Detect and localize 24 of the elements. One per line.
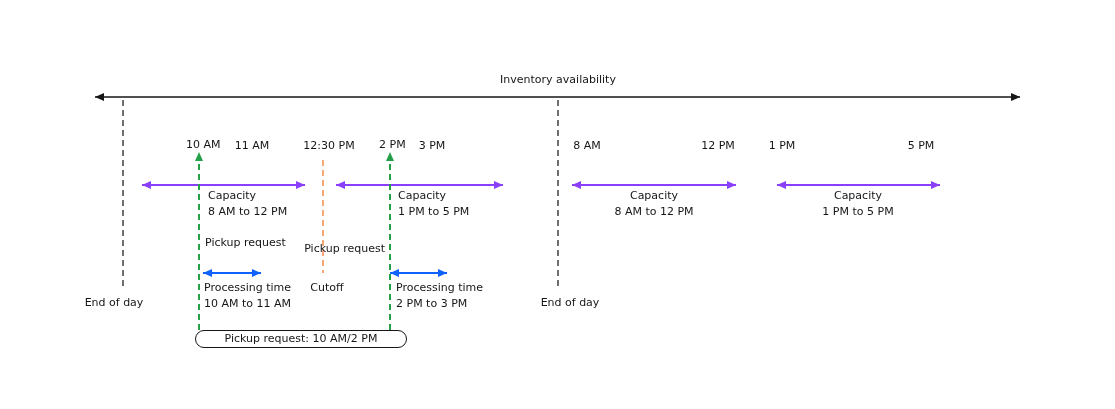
arrow [195,151,203,331]
time-label: 12 PM [701,138,735,154]
capacity-label: Capacity 1 PM to 5 PM [822,188,894,220]
processing-time-label: Processing time 2 PM to 3 PM [396,280,484,312]
capacity-label: Capacity 1 PM to 5 PM [398,188,470,220]
time-label: 1 PM [768,138,796,154]
time-label: 2 PM [379,138,406,152]
arrow [386,151,394,331]
capacity-label: Capacity 8 AM to 12 PM [208,188,288,220]
annotation-text: Pickup request [304,241,385,257]
marker-label: End of day [540,295,600,311]
time-label: 8 AM [573,138,601,154]
capacity-label: Capacity 8 AM to 12 PM [614,188,694,220]
time-label: 10 AM [186,138,221,152]
time-label: 11 AM [234,138,270,154]
axis-title: Inventory availability [500,72,616,88]
time-label: 3 PM [418,138,446,154]
time-label: 5 PM [907,138,935,154]
time-label: 12:30 PM [303,138,355,154]
marker-label: End of day [84,295,144,311]
annotation-text: Pickup request [205,235,286,251]
pickup-request-pill: Pickup request: 10 AM/2 PM [195,330,407,348]
marker-label: Cutoff [310,280,344,296]
processing-time-label: Processing time 10 AM to 11 AM [204,280,292,312]
